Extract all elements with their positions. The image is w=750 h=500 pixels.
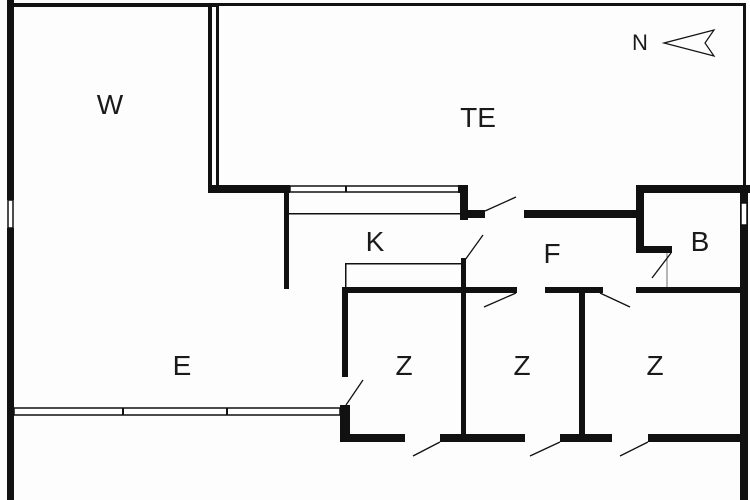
room-label-z3: Z — [646, 350, 664, 381]
walls — [7, 0, 750, 500]
room-label-f: F — [543, 238, 561, 269]
room-label-z2: Z — [513, 350, 531, 381]
room-label-e: E — [172, 350, 192, 381]
north-label: N — [632, 30, 648, 55]
room-label-te: TE — [460, 102, 496, 133]
room-label-k: K — [365, 226, 385, 257]
room-label-b: B — [690, 226, 710, 257]
room-label-z1: Z — [395, 350, 413, 381]
north-arrow-icon — [661, 29, 716, 57]
door-swings — [345, 196, 672, 457]
room-label-w: W — [96, 89, 124, 120]
